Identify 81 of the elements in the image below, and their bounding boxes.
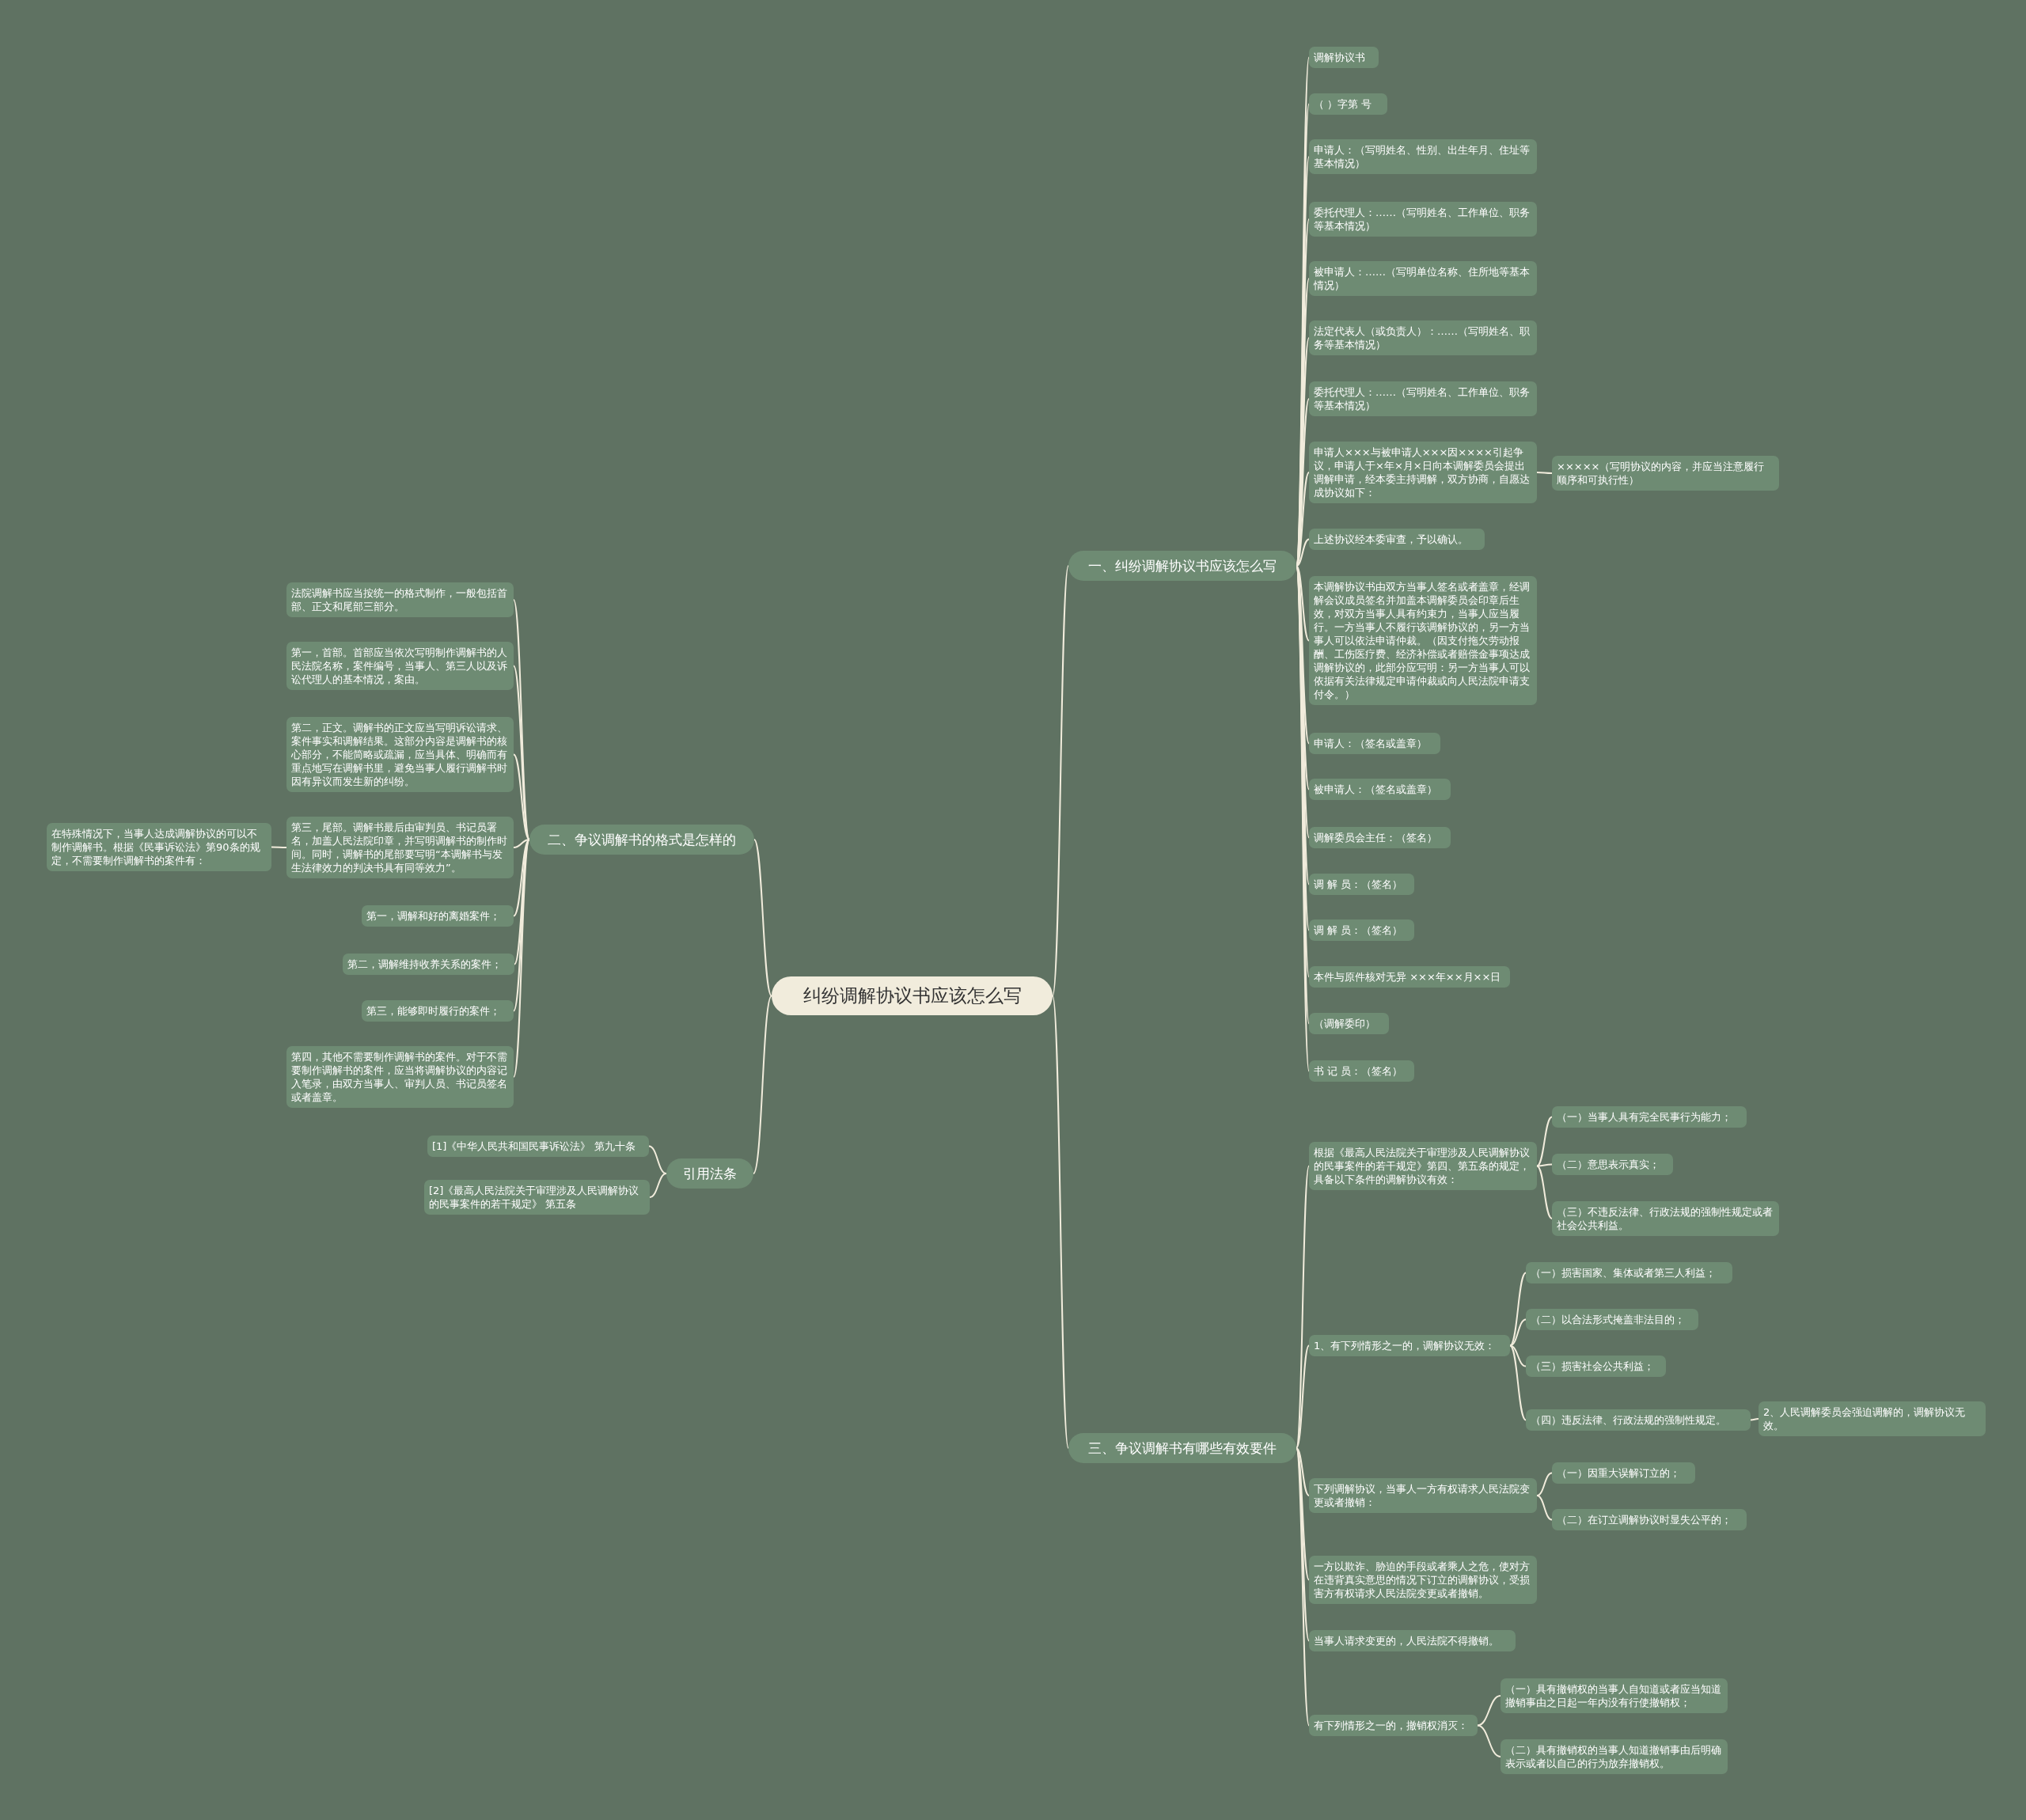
topic-box: 根据《最高人民法院关于审理涉及人民调解协议的民事案件的若干规定》第四、第五条的规定，具备以下条件的调解协议有效： xyxy=(1309,1142,1537,1190)
connector-line xyxy=(1509,1344,1527,1421)
topic-box: 下列调解协议，当事人一方有权请求人民法院变更或者撤销： xyxy=(1309,1478,1537,1513)
connector-line xyxy=(1296,1344,1310,1449)
topic-box: 调 解 员：（签名） xyxy=(1309,874,1414,895)
connector-line xyxy=(1509,1272,1527,1347)
topic-box: （调解委印） xyxy=(1309,1013,1389,1034)
connector-line xyxy=(1052,565,1069,997)
connector-line xyxy=(513,753,530,840)
connector-line xyxy=(1477,1695,1501,1727)
topic-box: 本件与原件核对无异 ×××年××月××日 xyxy=(1309,966,1510,988)
topic-box: 申请人×××与被申请人×××因××××引起争议，申请人于×年×月×日向本调解委员会提出调解申请，经本委主持调解，双方协商，自愿达成协议如下： xyxy=(1309,442,1537,503)
connector-line xyxy=(1536,472,1553,474)
topic-box: 第三，能够即时履行的案件； xyxy=(362,1000,514,1022)
topic-box: 2、人民调解委员会强迫调解的，调解协议无效。 xyxy=(1759,1401,1986,1436)
topic-box: （ ）字第 号 xyxy=(1309,93,1387,115)
topic-box: 申请人：（写明姓名、性别、出生年月、住址等基本情况） xyxy=(1309,139,1537,174)
branch-topic: 引用法条 xyxy=(666,1158,753,1189)
topic-box: （一）当事人具有完全民事行为能力； xyxy=(1552,1106,1747,1128)
topic-box: 法院调解书应当按统一的格式制作，一般包括首部、正文和尾部三部分。 xyxy=(286,582,514,617)
topic-box: 调 解 员：（签名） xyxy=(1309,919,1414,941)
connector-line xyxy=(1536,1495,1553,1521)
connector-line xyxy=(1296,1447,1310,1496)
topic-box: 第四，其他不需要制作调解书的案件。对于不需要制作调解书的案件，应当将调解协议的内容记入笔录，由双方当事人、审判人员、书记员签名或者盖章。 xyxy=(286,1046,514,1108)
connector-line xyxy=(753,995,772,1174)
connector-line xyxy=(648,1145,667,1174)
connector-line xyxy=(1536,1165,1553,1219)
topic-box: ×××××（写明协议的内容，并应当注意履行顺序和可执行性） xyxy=(1552,456,1779,491)
topic-box: 一方以欺诈、胁迫的手段或者乘人之危，使对方在违背真实意思的情况下订立的调解协议，受损害方有权请求人民法院变更或者撤销。 xyxy=(1309,1556,1537,1604)
topic-box: （三）损害社会公共利益； xyxy=(1526,1356,1666,1377)
topic-box: （二）以合法形式掩盖非法目的； xyxy=(1526,1309,1698,1330)
topic-box: 第一，首部。首部应当依次写明制作调解书的人民法院名称，案件编号，当事人、第三人以及诉讼代理人的基本情况，案由。 xyxy=(286,642,514,690)
topic-box: 1、有下列情形之一的，调解协议无效： xyxy=(1309,1335,1510,1356)
connector-line xyxy=(1477,1724,1501,1757)
topic-box: （二）具有撤销权的当事人知道撤销事由后明确表示或者以自己的行为放弃撤销权。 xyxy=(1501,1739,1728,1774)
topic-box: 委托代理人：……（写明姓名、工作单位、职务等基本情况） xyxy=(1309,381,1537,416)
topic-box: [1]《中华人民共和国民事诉讼法》 第九十条 xyxy=(427,1136,649,1157)
topic-box: 被申请人：……（写明单位名称、住所地等基本情况） xyxy=(1309,261,1537,296)
topic-box: 在特殊情况下，当事人达成调解协议的可以不制作调解书。根据《民事诉讼法》第90条的规定，不需要制作调解书的案件有： xyxy=(47,823,271,871)
topic-box: 有下列情形之一的，撤销权消灭： xyxy=(1309,1715,1478,1736)
branch-topic: 二、争议调解书的格式是怎样的 xyxy=(529,825,754,855)
connector-line xyxy=(1296,538,1310,567)
topic-box: 委托代理人：……（写明姓名、工作单位、职务等基本情况） xyxy=(1309,202,1537,237)
topic-box: [2]《最高人民法院关于审理涉及人民调解协议的民事案件的若干规定》 第五条 xyxy=(424,1180,650,1215)
topic-box: 第二，正文。调解书的正文应当写明诉讼请求、案件事实和调解结果。这部分内容是调解书的核心部分，不能简略或疏漏，应当具体、明确而有重点地写在调解书里，避免当事人履行调解书时因有异议而发生新的纠纷。 xyxy=(286,717,514,792)
connector-line xyxy=(271,846,287,848)
central-topic: 纠纷调解协议书应该怎么写 xyxy=(772,976,1053,1015)
connector-line xyxy=(513,839,530,917)
connector-line xyxy=(1536,1472,1553,1496)
topic-box: 申请人：（签名或盖章） xyxy=(1309,733,1440,754)
topic-box: （一）因重大误解订立的； xyxy=(1552,1462,1695,1484)
topic-box: （四）违反法律、行政法规的强制性规定。 xyxy=(1526,1409,1751,1431)
connector-line xyxy=(1536,1116,1553,1167)
connector-line xyxy=(1296,472,1310,567)
topic-box: （一）损害国家、集体或者第三人利益； xyxy=(1526,1262,1732,1283)
connector-line xyxy=(753,839,772,997)
connector-line xyxy=(649,1173,667,1198)
topic-box: 第二，调解维持收养关系的案件； xyxy=(343,954,514,975)
topic-box: 调解委员会主任：（签名） xyxy=(1309,827,1451,848)
topic-box: （二）意思表示真实； xyxy=(1552,1154,1673,1175)
topic-box: 书 记 员：（签名） xyxy=(1309,1060,1414,1082)
topic-box: 第三，尾部。调解书最后由审判员、书记员署名，加盖人民法院印章，并写明调解书的制作时间。同时，调解书的尾部要写明“本调解书与发生法律效力的判决书具有同等效力”。 xyxy=(286,817,514,878)
connector-line xyxy=(1296,565,1310,642)
connector-line xyxy=(1750,1418,1759,1421)
topic-box: 法定代表人（或负责人）：……（写明姓名、职务等基本情况） xyxy=(1309,320,1537,355)
topic-box: 当事人请求变更的，人民法院不得撤销。 xyxy=(1309,1630,1516,1651)
branch-topic: 三、争议调解书有哪些有效要件 xyxy=(1068,1433,1296,1463)
connector-line xyxy=(1509,1318,1527,1347)
connector-line xyxy=(1052,995,1069,1449)
topic-box: 调解协议书 xyxy=(1309,47,1379,68)
topic-box: 上述协议经本委审查，予以确认。 xyxy=(1309,529,1485,550)
topic-box: （一）具有撤销权的当事人自知道或者应当知道撤销事由之日起一年内没有行使撤销权； xyxy=(1501,1678,1728,1713)
topic-box: 被申请人：（签名或盖章） xyxy=(1309,779,1451,800)
connector-line xyxy=(513,839,530,848)
topic-box: （二）在订立调解协议时显失公平的； xyxy=(1552,1509,1747,1530)
topic-box: 第一，调解和好的离婚案件； xyxy=(362,905,514,927)
branch-topic: 一、纠纷调解协议书应该怎么写 xyxy=(1068,551,1296,581)
topic-box: （三）不违反法律、行政法规的强制性规定或者社会公共利益。 xyxy=(1552,1201,1779,1236)
connector-line xyxy=(1536,1163,1553,1167)
topic-box: 本调解协议书由双方当事人签名或者盖章，经调解会议成员签名并加盖本调解委员会印章后生效，对双方当事人具有约束力，当事人应当履行。一方当事人不履行该调解协议的，另一方当事人可以依法申请仲裁。（因支付拖欠劳动报酬、工伤医疗费、经济补偿或者赔偿金事项达成调解协议的，此部分应写明：另一方当事人可以依据有关法律规定申请仲裁或向人民法院申请支付令。） xyxy=(1309,576,1537,705)
connector-line xyxy=(1509,1344,1527,1367)
